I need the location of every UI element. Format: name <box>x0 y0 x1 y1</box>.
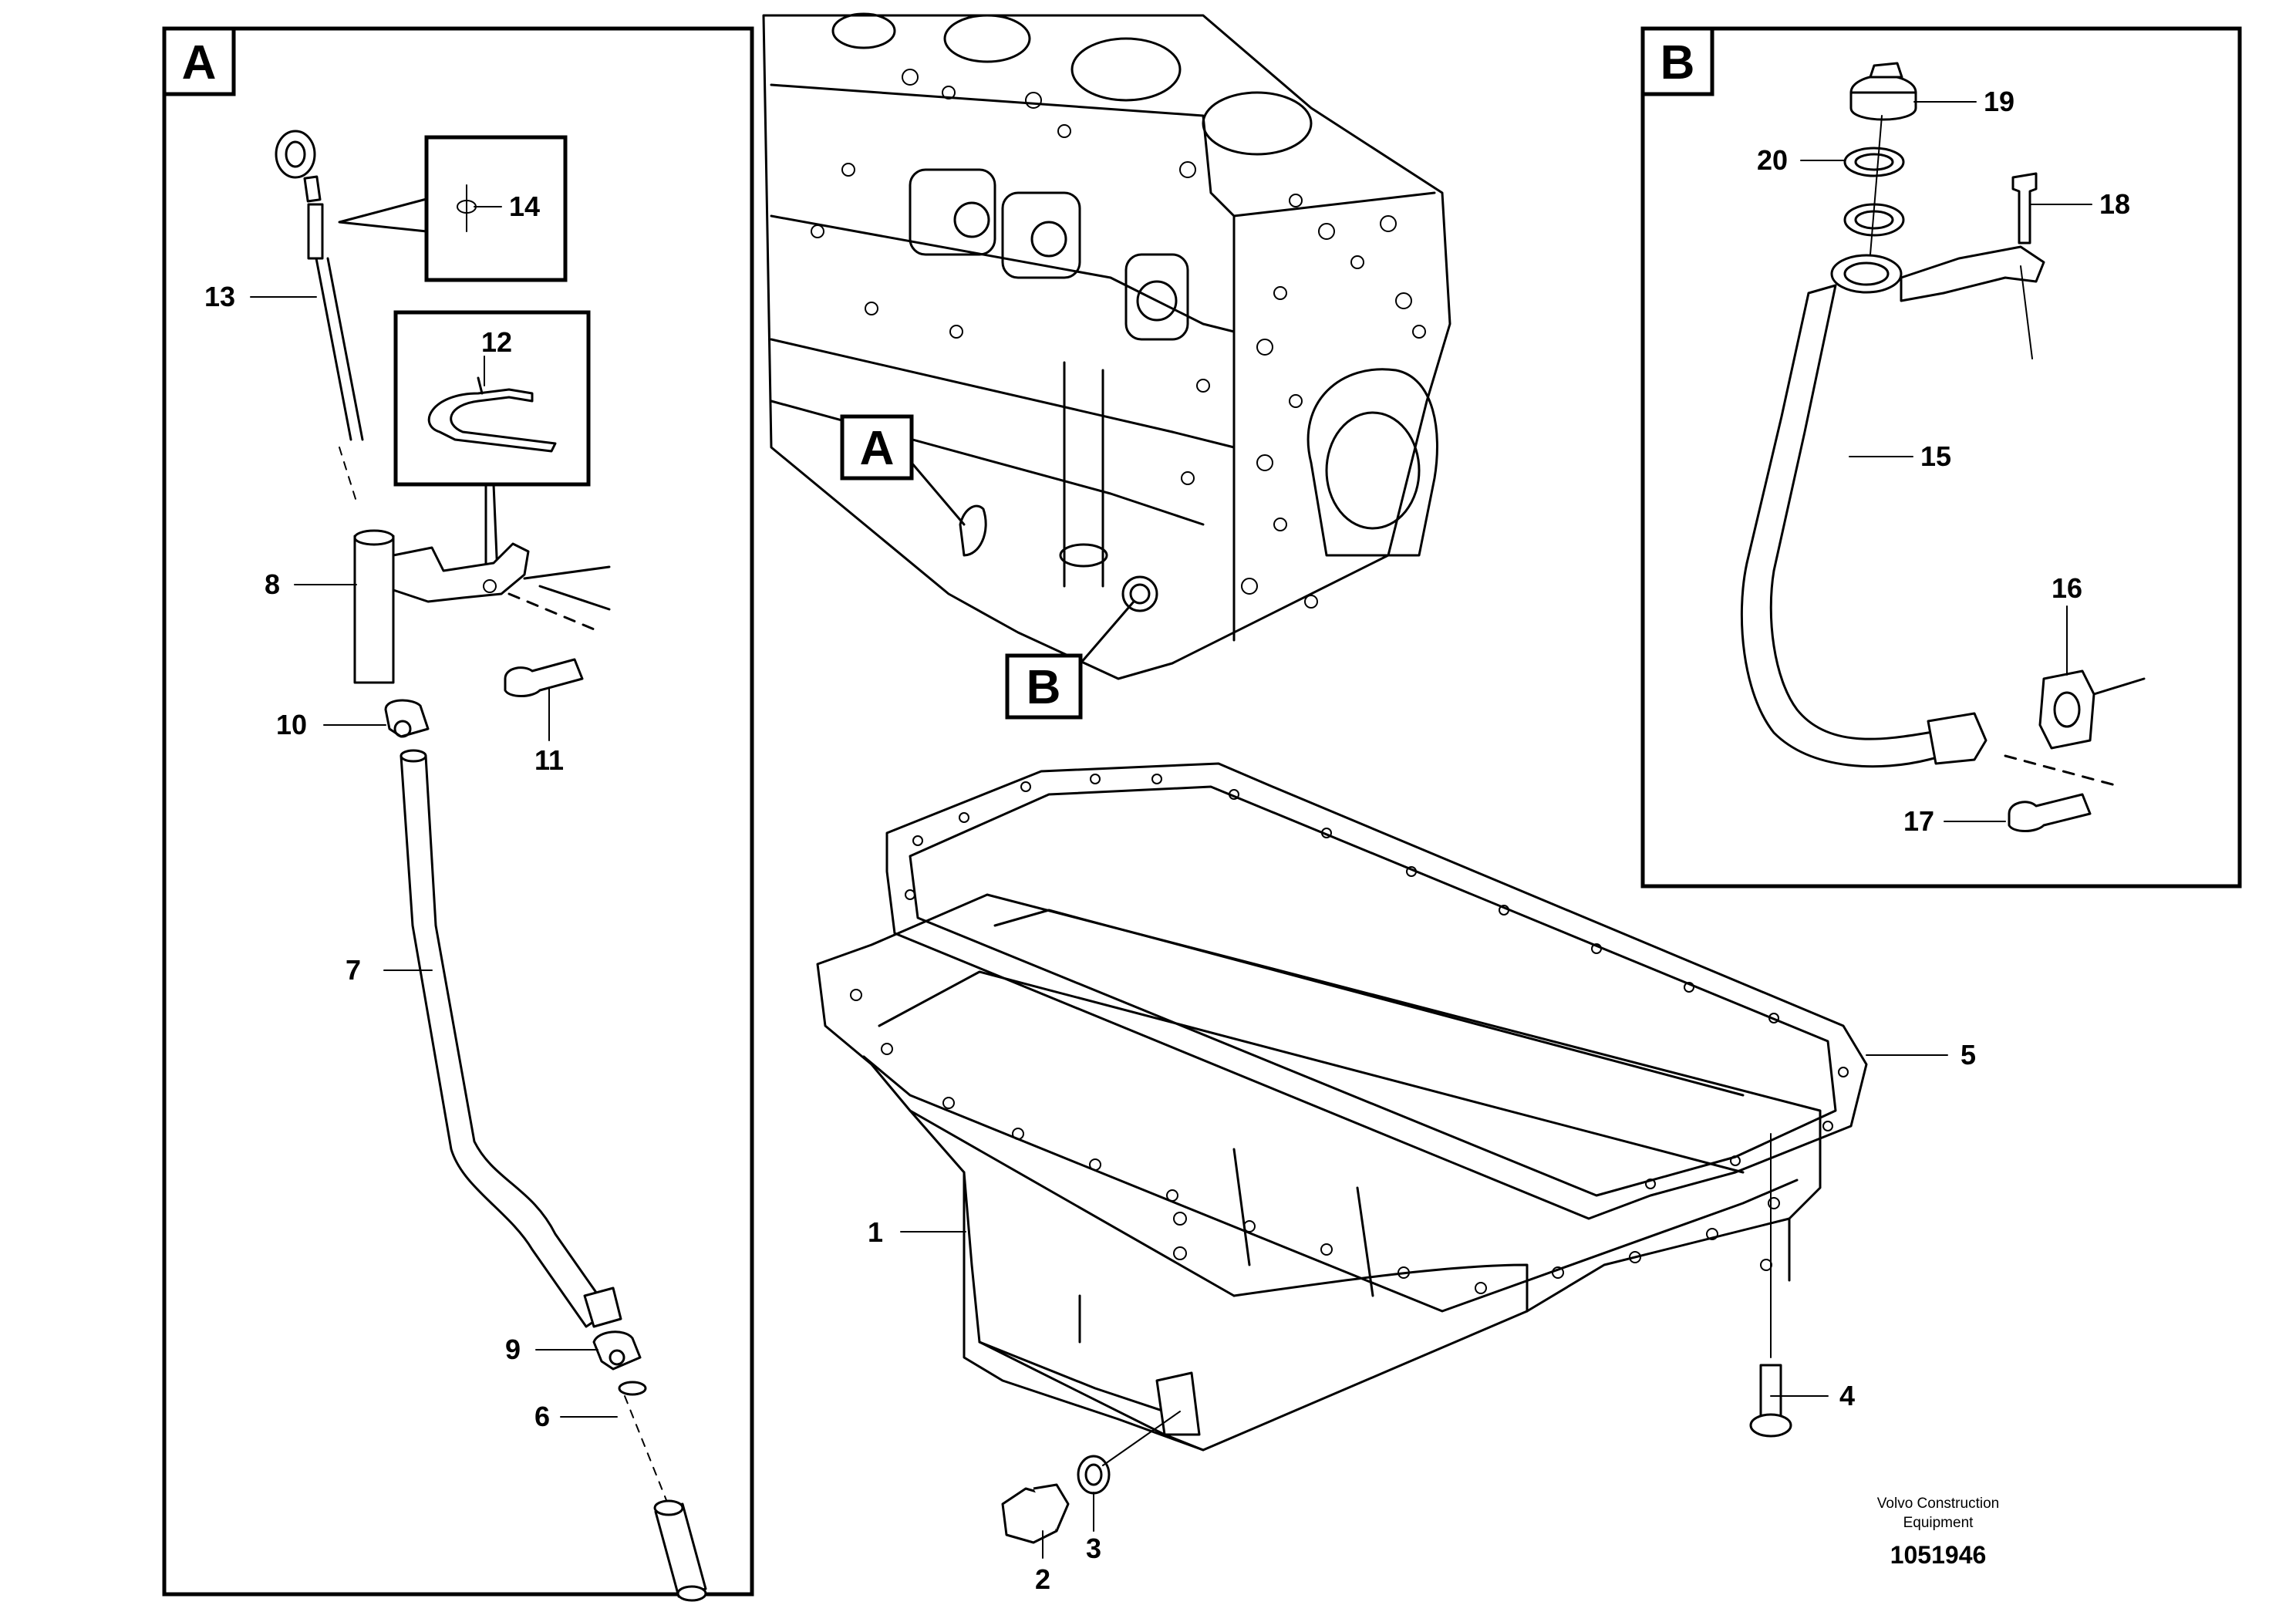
callout-19: 19 <box>1984 86 2014 117</box>
block-section-b-tag[interactable]: B <box>1005 600 1135 720</box>
block-section-a-tag[interactable]: A <box>840 414 966 526</box>
section-a-letter: A <box>182 36 217 89</box>
callout-7: 7 <box>346 954 361 986</box>
drain-plug <box>1001 1483 1070 1544</box>
document-number: 1051946 <box>1890 1541 1987 1569</box>
tube-holder-bracket <box>353 529 611 684</box>
clamp-upper <box>384 699 430 738</box>
callout-1: 1 <box>868 1216 883 1248</box>
callout-3: 3 <box>1086 1533 1101 1564</box>
callout-10: 10 <box>276 709 307 740</box>
callout-20: 20 <box>1757 144 1788 176</box>
inset-12-box <box>393 310 591 576</box>
lower-tube <box>618 1381 707 1602</box>
guide-tube <box>400 749 622 1328</box>
engine-block-illustration <box>762 12 1451 680</box>
callout-16: 16 <box>2052 572 2082 604</box>
callout-2: 2 <box>1035 1563 1050 1595</box>
oil-sump-illustration <box>816 893 1822 1452</box>
callout-6: 6 <box>534 1401 550 1432</box>
dipstick <box>275 130 364 502</box>
callout-11: 11 <box>534 744 564 776</box>
filler-pipe <box>1740 245 2045 768</box>
callout-13: 13 <box>204 281 235 312</box>
gasket-bolt-holes <box>905 774 1849 1189</box>
pipe-bracket-bolt <box>2011 172 2038 244</box>
section-b-panel: B <box>1640 26 2242 889</box>
block-bolt-holes <box>811 69 1426 609</box>
seal-ring <box>1843 115 1905 255</box>
sump-flange-holes <box>850 989 1780 1294</box>
brand-line-2: Equipment <box>1903 1515 1974 1531</box>
clamp-lower <box>592 1330 642 1371</box>
callout-5: 5 <box>1961 1039 1976 1071</box>
drain-plug-washer <box>1077 1411 1181 1495</box>
callout-14: 14 <box>509 191 540 222</box>
pipe-flange-gasket <box>2004 669 2146 788</box>
callout-9: 9 <box>505 1334 521 1365</box>
callout-17: 17 <box>1903 805 1934 837</box>
bracket-bolt <box>504 658 584 697</box>
sump-gasket-illustration <box>885 762 1868 1220</box>
svg-text:A: A <box>860 422 895 475</box>
sump-bolt <box>1749 1133 1792 1438</box>
svg-text:B: B <box>1027 661 1061 714</box>
callout-leaders <box>250 101 2092 1559</box>
callout-4: 4 <box>1839 1380 1855 1411</box>
callout-15: 15 <box>1920 440 1951 472</box>
section-a-panel: A <box>162 26 754 1597</box>
callout-18: 18 <box>2099 188 2130 220</box>
brand-line-1: Volvo Construction <box>1877 1496 1999 1512</box>
filler-cap <box>1849 62 1917 121</box>
callout-12: 12 <box>481 326 512 358</box>
section-b-letter: B <box>1660 36 1695 89</box>
callout-8: 8 <box>265 568 280 600</box>
flange-bolt <box>2008 793 2092 832</box>
